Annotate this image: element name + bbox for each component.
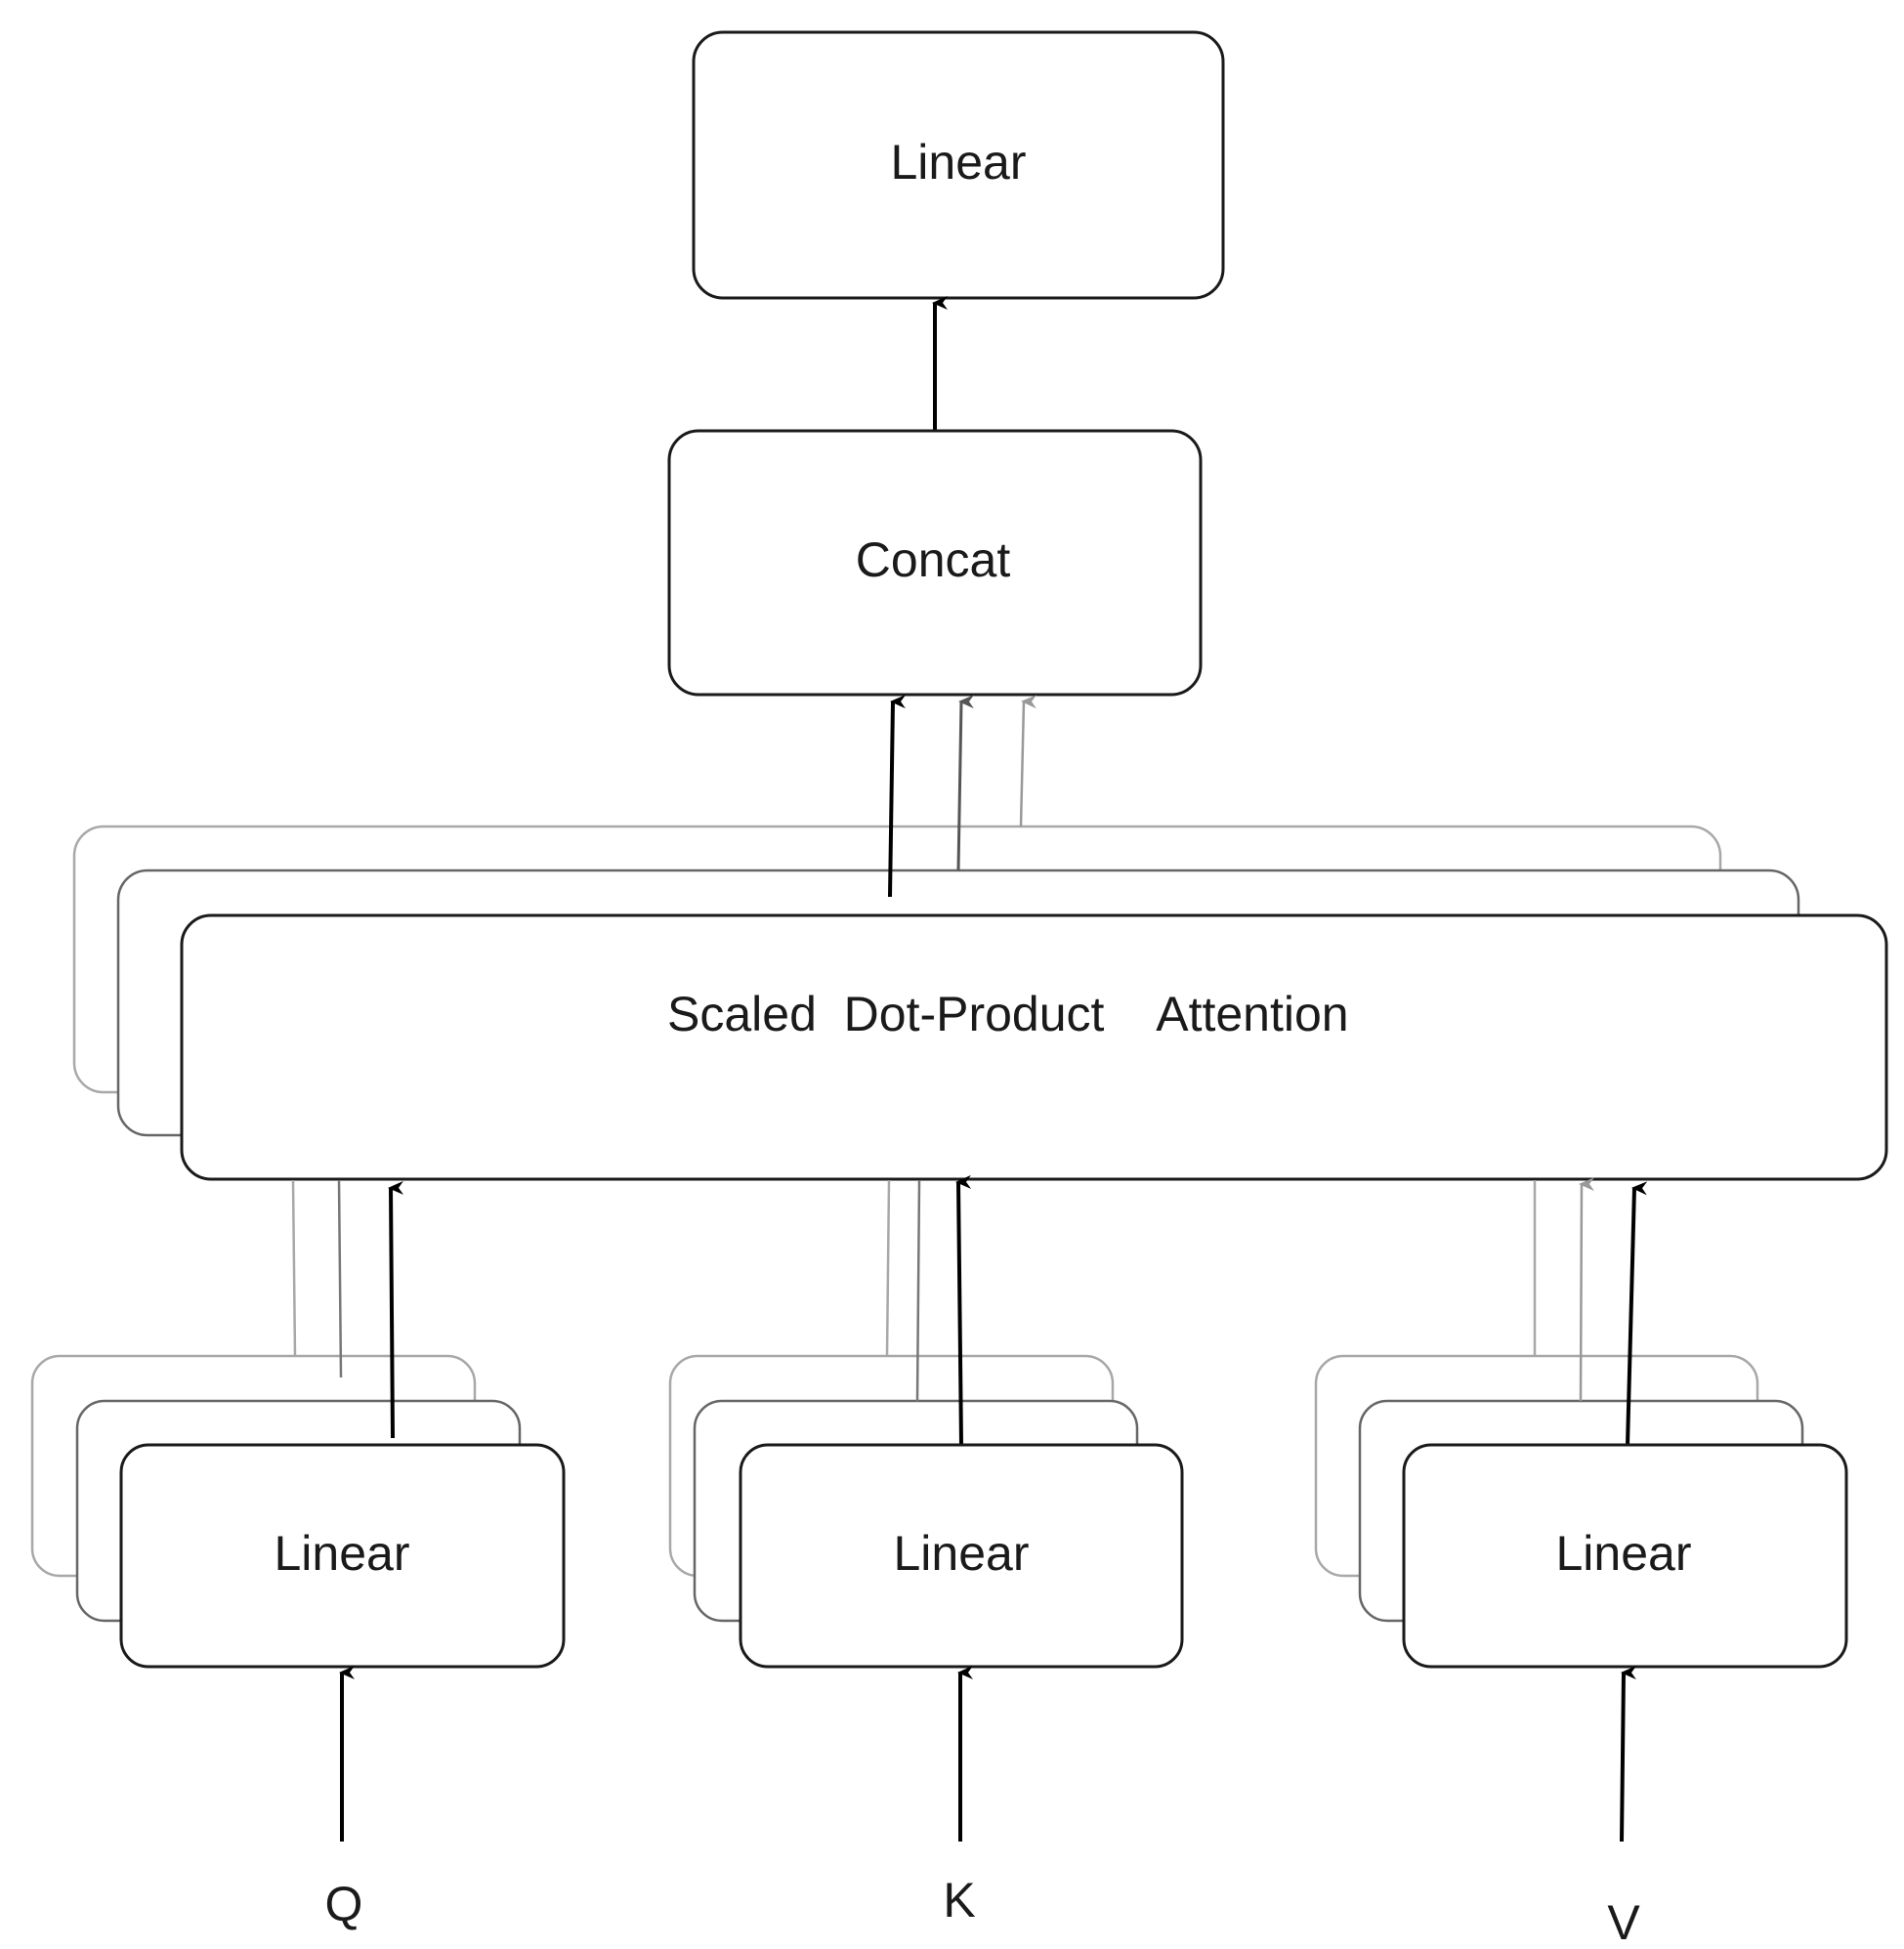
q-line-back <box>291 1179 297 1357</box>
arrow-head3-to-concat <box>1019 695 1037 827</box>
output-linear-block: Linear <box>692 30 1225 300</box>
q-linear-block: Linear <box>119 1443 566 1669</box>
concat-block: Concat <box>667 429 1203 697</box>
arrow-head1-to-concat <box>888 695 907 898</box>
concat-box <box>667 429 1203 697</box>
arrow-k-linear-to-attention <box>955 1174 972 1446</box>
arrow-v-linear-to-attention <box>1626 1181 1648 1446</box>
output-linear-label: Linear <box>891 135 1027 190</box>
attention-label: Scaled Dot-Product Attention <box>667 987 1349 1041</box>
k-linear-block: Linear <box>739 1443 1184 1669</box>
k-line-middle <box>915 1179 921 1402</box>
input-v-label: V <box>1607 1895 1640 1949</box>
arrow-v-middle-to-attention <box>1579 1177 1595 1402</box>
attention-block: Scaled Dot-Product Attention <box>180 913 1888 1181</box>
q-linear-label: Linear <box>275 1526 410 1581</box>
input-k-label: K <box>943 1873 975 1928</box>
concat-label: Concat <box>856 532 1011 587</box>
output-linear-box <box>692 30 1225 300</box>
q-line-middle <box>337 1179 343 1378</box>
v-linear-label: Linear <box>1556 1526 1692 1581</box>
v-linear-block: Linear <box>1402 1443 1848 1669</box>
arrow-v-input <box>1620 1666 1637 1843</box>
k-line-back <box>885 1179 891 1357</box>
arrow-head2-to-concat <box>956 695 975 871</box>
k-linear-label: Linear <box>894 1526 1030 1581</box>
attention-box <box>180 913 1888 1181</box>
input-q-label: Q <box>325 1877 363 1931</box>
arrow-q-linear-to-attention <box>388 1180 404 1439</box>
